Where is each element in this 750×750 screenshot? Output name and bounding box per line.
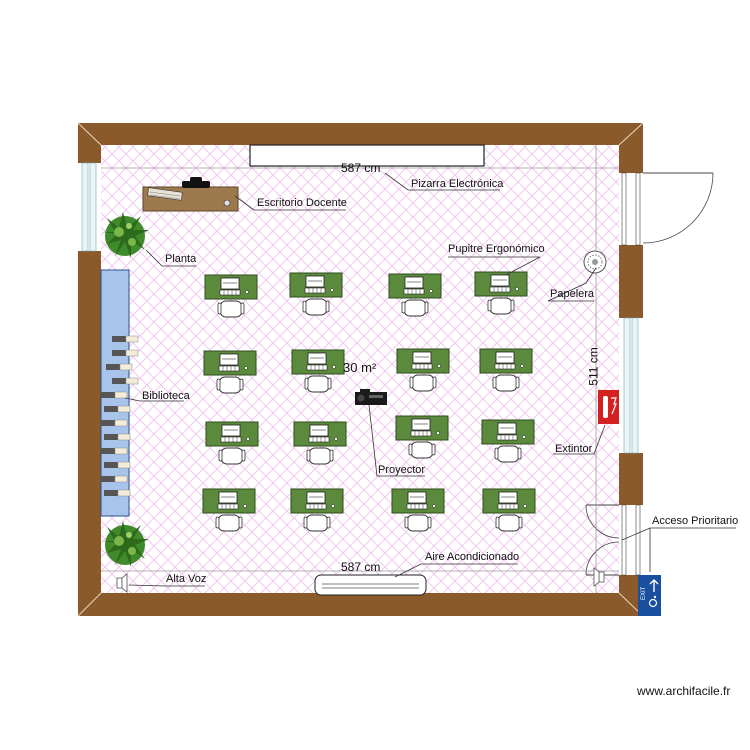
label-altavoz: Alta Voz [166, 573, 207, 585]
bookshelf [100, 269, 139, 517]
top-right-door [619, 172, 714, 246]
accessible-exit-sign-icon: EXIT [638, 575, 661, 616]
whiteboard [249, 144, 485, 167]
left-window [78, 162, 101, 252]
label-pizarra: Pizarra Electrónica [411, 178, 504, 190]
label-proyector: Proyector [378, 464, 426, 476]
speaker-right-icon [593, 567, 605, 587]
label-papelera: Papelera [550, 288, 595, 300]
room-area: 30 m² [343, 360, 377, 375]
label-escritorio: Escritorio Docente [257, 197, 347, 209]
projector-icon [355, 389, 387, 405]
teacher-desk [142, 177, 239, 212]
dimension-width-top: 587 cm [341, 161, 381, 175]
dimension-lines [101, 145, 619, 593]
leader-lines [124, 172, 736, 587]
right-window [619, 317, 643, 454]
label-extintor: Extintor [555, 443, 593, 455]
trash-bin-icon [583, 250, 607, 274]
watermark: www.archifacile.fr [637, 684, 731, 698]
air-conditioner [314, 574, 427, 596]
label-biblioteca: Biblioteca [142, 390, 190, 402]
fire-extinguisher-icon [598, 390, 619, 424]
speaker-left-icon [116, 573, 128, 593]
dimension-width-bottom: 587 cm [341, 560, 381, 574]
label-aire: Aire Acondicionado [425, 551, 520, 563]
label-acceso: Acceso Prioritario [652, 515, 739, 527]
label-planta: Planta [165, 253, 197, 265]
svg-text:EXIT: EXIT [641, 586, 647, 600]
dimension-height: 511 cm [586, 347, 601, 386]
label-pupitre: Pupitre Ergonómico [448, 243, 545, 255]
